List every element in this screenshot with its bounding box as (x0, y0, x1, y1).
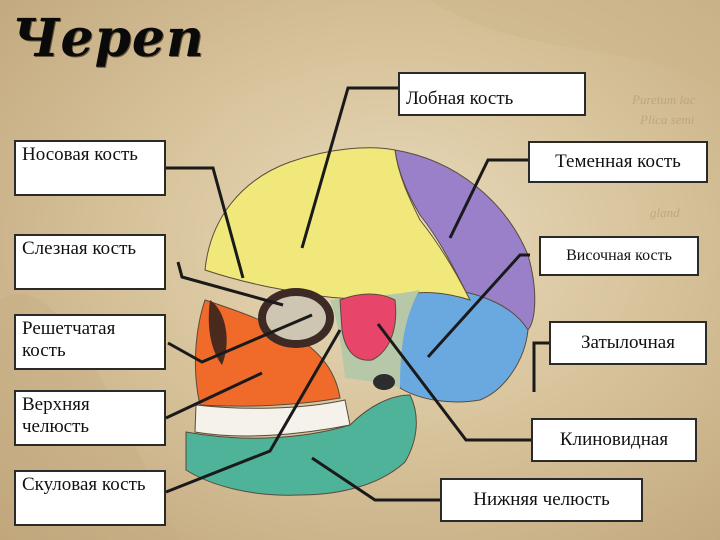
label-maxilla: Верхняя челюсть (14, 390, 166, 446)
leader-lines (165, 86, 549, 502)
background-text: gland (650, 205, 680, 220)
leader-ethmoid (167, 313, 313, 364)
background-text: Plica semi (640, 112, 695, 127)
leader-maxilla (165, 371, 263, 420)
label-lacrimal-bone: Слезная кость (14, 234, 166, 290)
label-ethmoid-bone: Решетчатая кость (14, 314, 166, 370)
label-nasal-bone: Носовая кость (14, 140, 166, 196)
leader-lacrimal (176, 261, 284, 307)
label-occipital-bone: Затылочная (549, 321, 707, 365)
background-shape (430, 0, 720, 90)
label-parietal-bone: Теменная кость (528, 141, 708, 183)
label-sphenoid-bone: Клиновидная (531, 418, 697, 462)
ear-canal (373, 374, 395, 390)
leader-frontal (300, 86, 400, 249)
leader-temporal (426, 253, 530, 359)
frontal-bone (204, 147, 471, 301)
parietal-bone (394, 149, 536, 331)
nasal-cavity (208, 300, 227, 365)
background-text: Puretum lac (632, 92, 696, 107)
leader-sphenoid (376, 323, 540, 442)
leader-mandible (311, 456, 440, 502)
label-zygomatic-bone: Скуловая кость (14, 470, 166, 526)
leader-occipital (532, 341, 549, 392)
leader-parietal (448, 158, 530, 239)
diagram-title: Череп (12, 8, 205, 69)
label-temporal-bone: Височная кость (539, 236, 699, 276)
leader-zygomatic (165, 329, 342, 494)
mandible-bone (185, 394, 417, 496)
leader-nasal (166, 166, 245, 279)
label-mandible: Нижняя челюсть (440, 478, 643, 522)
label-frontal-bone: Лобная кость (398, 72, 586, 116)
